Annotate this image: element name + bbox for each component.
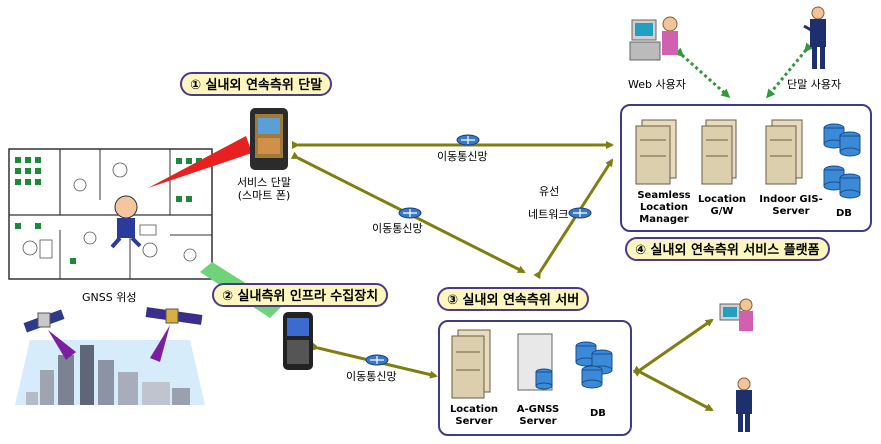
smartphone-icon (250, 108, 288, 170)
satellite-icon-2 (145, 307, 203, 325)
title-terminal: ① 실내외 연속측위 단말 (180, 72, 333, 96)
smartphone-icon-2 (283, 312, 313, 370)
web-user-icon (629, 16, 678, 61)
wired-net-label-2: 네트워크 (528, 208, 569, 221)
router-icon-2 (398, 207, 422, 219)
database-icon (823, 123, 861, 199)
indoor-gis-label: Indoor GIS-Server (759, 194, 823, 217)
server-icon-2 (701, 119, 737, 185)
gnss-label: GNSS 위성 (82, 291, 137, 304)
title-platform: ④ 실내외 연속측위 서비스 플랫폼 (625, 237, 830, 261)
terminal-user-icon-2 (736, 377, 752, 432)
red-signal-beam (148, 136, 252, 188)
mobile-net-label-mid: 이동통신망 (372, 222, 423, 235)
agnss-server-icon (517, 333, 553, 391)
satellite-icon (23, 309, 65, 333)
arrow-web-user (674, 47, 731, 98)
router-icon-3 (568, 207, 592, 219)
router-icon (456, 134, 480, 146)
arrow-server-user1 (632, 318, 714, 377)
router-icon-4 (365, 354, 389, 366)
title-infra: ② 실내측위 인프라 수집장치 (212, 283, 389, 307)
arrow-terminal-user (766, 42, 814, 99)
platform-servers-graphic (635, 119, 861, 199)
server-icon-4 (451, 329, 491, 399)
service-terminal-label: 서비스 단말(스마트 폰) (236, 176, 292, 202)
mobile-net-label-bottom: 이동통신망 (346, 370, 397, 383)
web-user-icon-2 (719, 298, 753, 331)
server-icon-3 (765, 119, 803, 185)
platform-db-label: DB (836, 208, 852, 219)
title-server: ③ 실내외 연속측위 서버 (437, 287, 590, 311)
server-graphic (451, 329, 613, 399)
terminal-user-label: 단말 사용자 (787, 78, 842, 91)
terminal-user-icon (803, 6, 826, 69)
server-db-label: DB (590, 408, 606, 419)
mobile-net-label-top: 이동통신망 (437, 150, 488, 163)
arrow-server-user2 (632, 365, 714, 412)
floorplan-image (8, 148, 213, 280)
wired-net-label-1: 유선 (539, 185, 560, 198)
web-user-label: Web 사용자 (628, 78, 686, 91)
city-image (15, 340, 205, 405)
database-icon-2 (575, 341, 613, 389)
server-icon (635, 119, 677, 185)
